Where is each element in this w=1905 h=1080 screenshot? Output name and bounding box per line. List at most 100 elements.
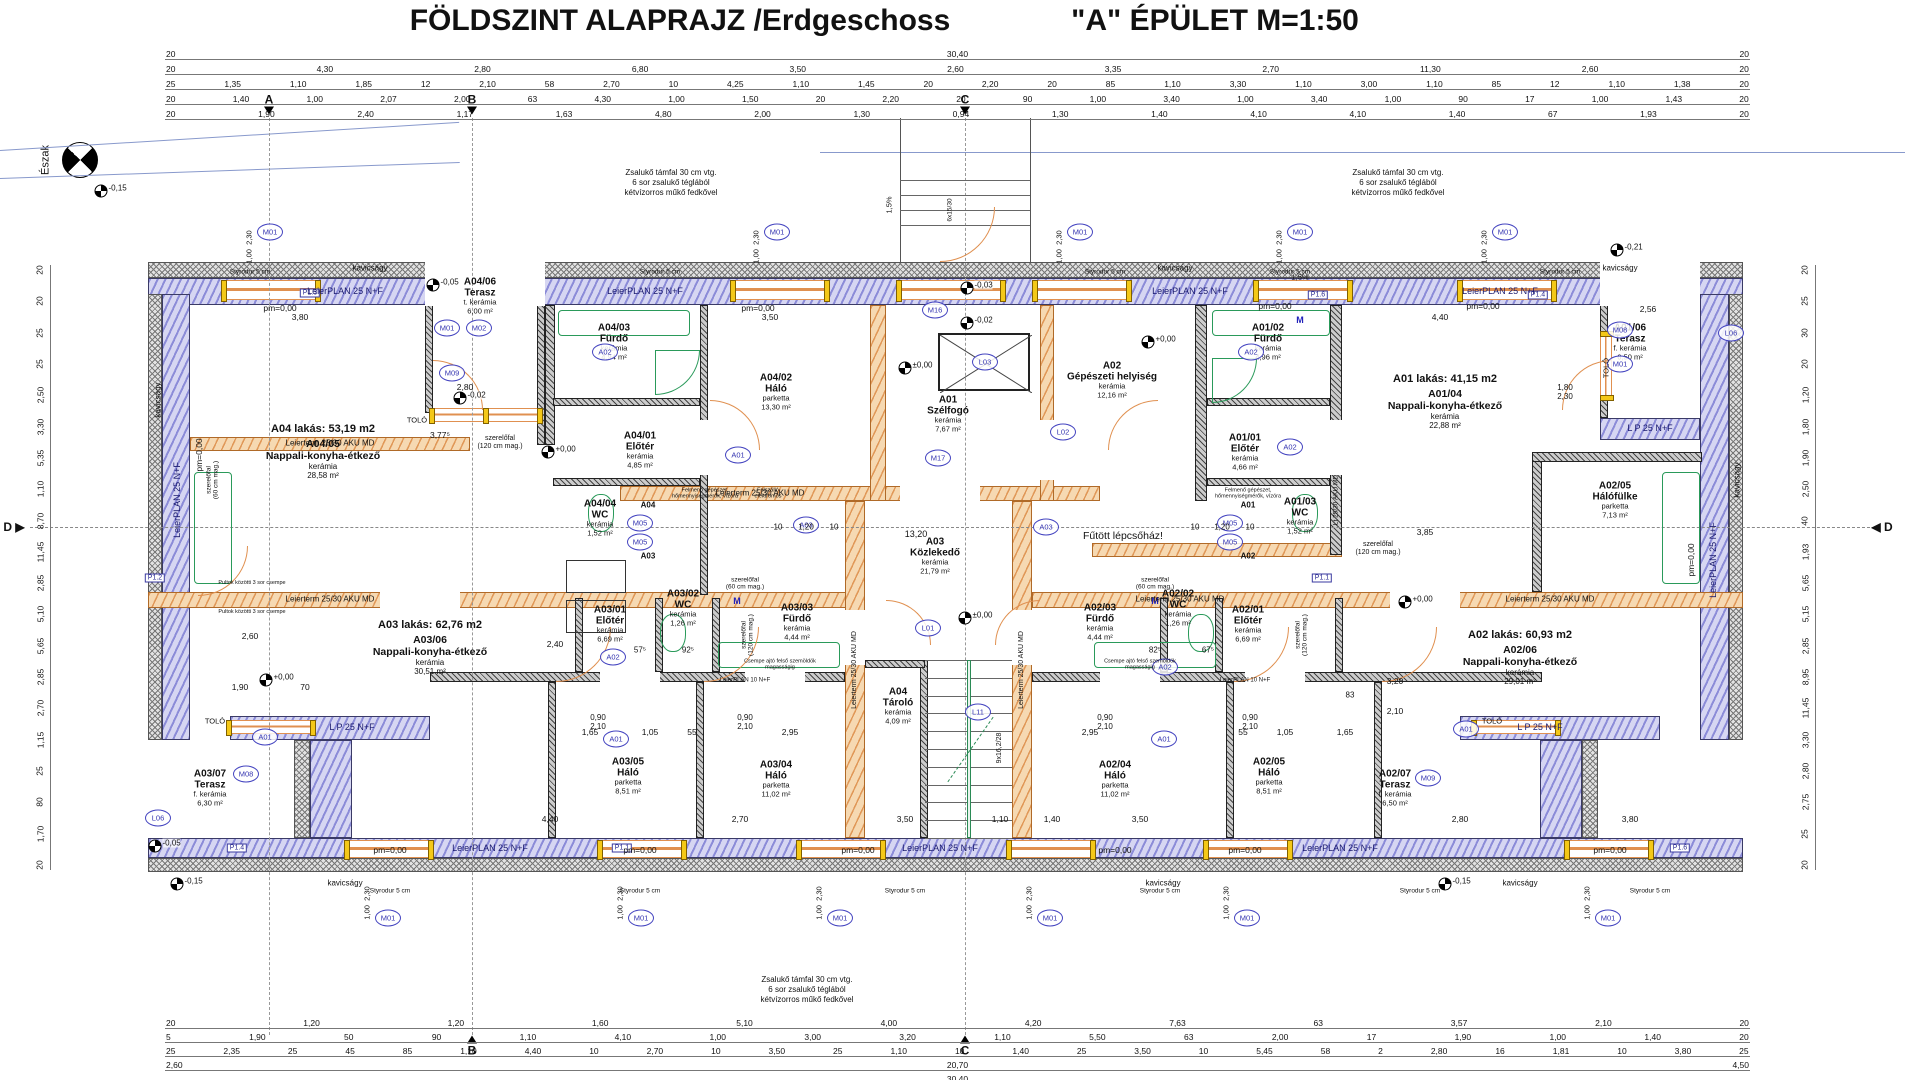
marker-M05: M05 [627,514,653,532]
marker-M05: M05 [627,533,653,551]
dimension-value: 4,30 [594,93,611,104]
room-label-text: kerámia [586,519,614,529]
wall [310,740,352,838]
page-title: FÖLDSZINT ALAPRAJZ /Erdgeschoss [409,4,951,37]
window-frame-cap [1555,720,1561,736]
dimension-value: 3,00 [804,1031,821,1042]
annotation-label: 10 [1190,522,1200,532]
dimension-value: 1,15 [34,731,45,748]
marker-A02: A02 [1277,438,1303,456]
dimension-value: 2,80 [1430,1045,1448,1056]
fixture [1662,472,1700,584]
annotation-label: 1,00 2,30 [362,886,372,920]
room-label-text: 4,09 m² [885,716,911,726]
annotation-label: Styrodur 5 cm [1539,268,1581,276]
wall-opening [700,420,708,475]
room-label-text: kerámia [783,623,811,633]
room-label-text: Terasz [194,779,226,791]
marker-P1.4: P1.4 [1527,290,1549,300]
room-label-text: kerámia [669,609,697,619]
room-label-text: 8,51 m² [1256,786,1282,796]
fixture [1292,494,1318,532]
annotation-label: 55 [1238,727,1248,738]
annotation-label: 1,00 2,30 [814,886,824,920]
window-frame-cap [537,408,543,424]
dimension-value: 5,10 [736,1017,753,1028]
room-label-text: f. kerámia [1378,789,1412,799]
annotation-label: Pultok közötti 3 sor csempe [218,608,286,615]
dimension-value: 5,50 [1089,1031,1106,1042]
dimension-value: 10 [589,1045,599,1056]
window [1257,280,1347,300]
stair-rail [966,660,971,838]
grid-letter: A [264,94,274,115]
window-frame-cap [824,280,830,302]
dimension-value: 4,10 [1250,108,1267,119]
wall-opening [380,592,460,608]
wall-opening [845,610,865,665]
dimension-value: 4,25 [727,78,744,89]
door-arc [1108,400,1158,450]
dimension-value: 3,40 [1310,93,1328,104]
annotation-label: 2,40 [546,639,564,650]
dimension-value: 25 [166,78,176,89]
grid-letter: B [467,94,477,115]
room-label-text: Előtér [595,615,625,627]
room-label-text: A03/01 [593,604,627,616]
dimension-value: 3,35 [1104,63,1122,74]
dimension-value: 3,30 [34,418,45,435]
annotation-label: pm=0,00 [741,303,775,314]
annotation-label: 3,80 [1621,814,1639,825]
dimension-value: 85 [1491,78,1502,89]
annotation-label: 1,00 2,30 [615,886,625,920]
dimension-value: 63 [1313,1017,1324,1028]
annotation-label: kavicságy [1145,878,1181,888]
retaining-wall-note: Zsalukő támfal 30 cm vtg. 6 sor zsalukő … [624,168,718,197]
annotation-label: kavicságy [1502,878,1538,888]
wall [1226,682,1234,838]
annotation-label: Felmenő gépészet, hőmennyiségmérők, vízó… [671,487,739,500]
dimension-value: 2,70 [1262,63,1279,74]
walkway-step [900,195,1030,196]
elevation-value: +0,00 [1155,334,1176,344]
room-label-text: 4,44 m² [1087,632,1113,642]
marker-P1.1: P1.1 [611,843,633,853]
room-label-text: A02/07 [1378,768,1412,780]
dimension-value: 20 [1739,48,1749,59]
marker-L06: L06 [1718,324,1744,342]
room-label-text: 6,50 m² [1617,352,1643,362]
annotation-label: 2,10 [1386,706,1404,717]
elevation-mark: +0,00 [1398,594,1433,609]
elevation-value: -0,15 [108,183,127,193]
annotation-label: A04 [640,500,656,510]
dimension-value: 1,10 [289,78,307,89]
dimension-value: 40 [1800,515,1810,526]
dimension-value: 1,00 [709,1031,727,1042]
room-label-text: kerámia [1231,453,1259,463]
room-label-text: A03/03 [780,602,814,614]
annotation-label: LeierPLAN 25 N+F [1462,285,1538,296]
wall-opening [1245,672,1305,682]
dimension-value: 1,00 [1089,93,1107,104]
annotation-label: 1,20 [1214,522,1230,532]
room-label-text: A03 [925,536,945,548]
apartment-heading-text: A04/05 [306,438,340,451]
dimension-value: 1,00 [1237,93,1254,104]
room-label-text: Fürdő [599,333,629,345]
dimension-value: 5,45 [1256,1045,1273,1056]
annotation-label: kavicságy [352,263,388,273]
dimension-value: 2,40 [357,108,374,119]
annotation-label: pm=0,00 [194,438,205,472]
wall [148,592,862,608]
dimension-value: 1,10 [994,1031,1011,1042]
room-label-text: 11,02 m² [761,789,791,799]
room-label-text: kerámia [1254,343,1282,353]
window-frame-cap [344,840,350,860]
apartment-heading-text: A02 lakás: 60,93 m2 [1468,629,1572,642]
dimension-value: 20,70 [946,1059,969,1070]
wall [1215,598,1223,672]
annotation-label: Felmenő gépészet, hőmennyiségmérők, vízó… [1214,487,1282,500]
